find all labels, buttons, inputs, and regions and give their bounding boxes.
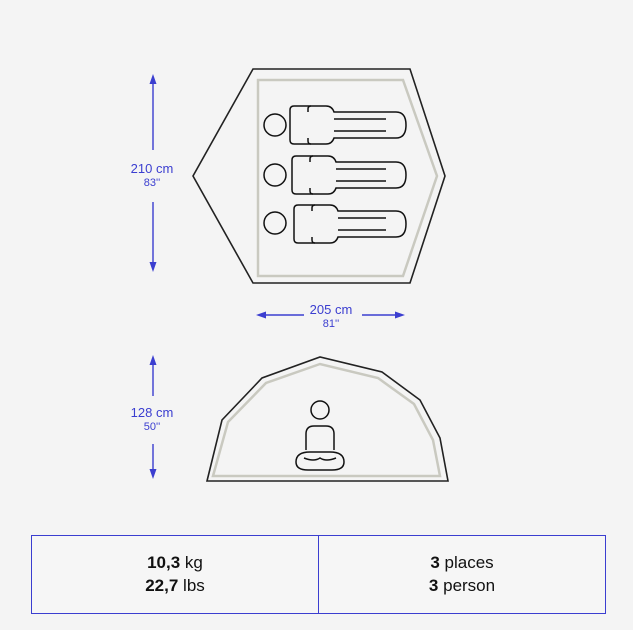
height-dimension-arrow — [149, 355, 157, 479]
capacity-cell: 3 places 3 person — [318, 536, 605, 613]
length-cm: 210 cm — [130, 161, 174, 176]
tent-top-view — [192, 68, 446, 284]
weight-kg: 10,3 kg — [147, 552, 203, 572]
height-cm: 128 cm — [130, 405, 174, 420]
height-dimension-label: 128 cm 50'' — [120, 405, 184, 434]
width-cm: 205 cm — [309, 302, 353, 317]
length-dimension-label: 210 cm 83'' — [120, 161, 184, 190]
width-in: 81'' — [322, 317, 340, 330]
width-dimension-label: 205 cm 81'' — [298, 302, 364, 331]
weight-lbs: 22,7 lbs — [145, 575, 205, 595]
sitting-person-icon — [295, 400, 345, 471]
sleeping-person-icon — [263, 204, 407, 244]
sleeping-person-icon — [263, 155, 407, 195]
capacity-places: 3 places — [430, 552, 494, 572]
height-in: 50'' — [143, 420, 161, 433]
spec-table: 10,3 kg 22,7 lbs 3 places 3 person — [31, 535, 606, 614]
tent-side-view — [205, 356, 449, 482]
sleeping-person-icon — [263, 105, 407, 145]
capacity-person: 3 person — [428, 575, 496, 595]
length-dimension-arrow — [149, 74, 157, 272]
weight-cell: 10,3 kg 22,7 lbs — [32, 536, 318, 613]
width-dimension-arrow — [256, 311, 405, 319]
length-in: 83'' — [143, 176, 161, 189]
